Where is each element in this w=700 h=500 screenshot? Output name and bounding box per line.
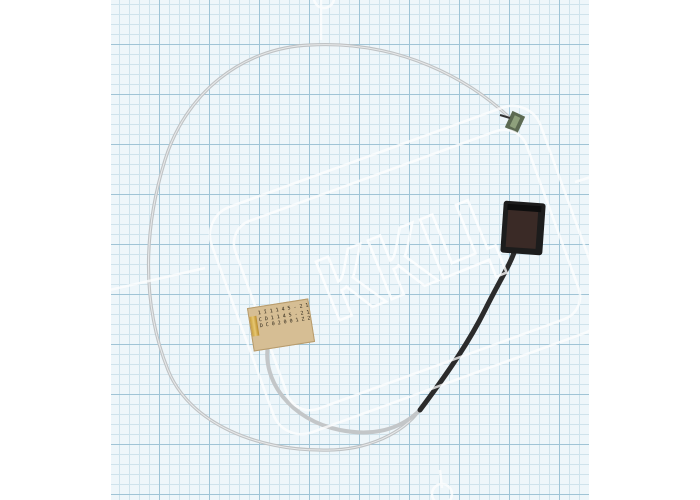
watermark-text: ККЦ bbox=[303, 179, 508, 341]
black-cable bbox=[417, 247, 518, 413]
grey-cable-highlight bbox=[148, 44, 511, 451]
main-connector bbox=[500, 200, 546, 256]
small-connector bbox=[499, 110, 526, 134]
grey-cable-branch bbox=[265, 343, 422, 435]
